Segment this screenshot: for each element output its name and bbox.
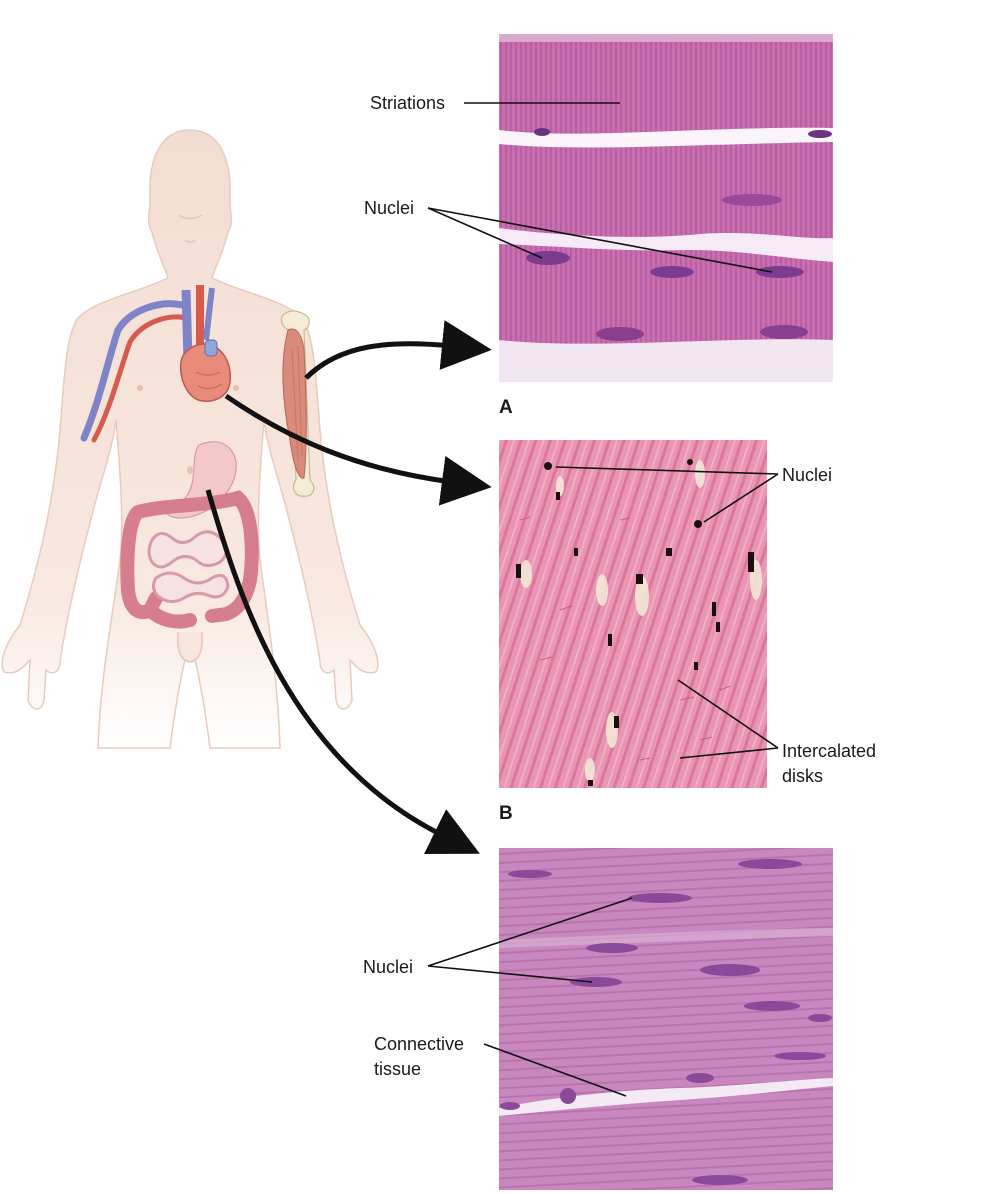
label-striations: Striations [370, 93, 446, 113]
left-nipple [137, 385, 143, 391]
nucleus [570, 977, 622, 987]
nuclei-c-leader [427, 897, 633, 983]
nucleus [650, 266, 694, 278]
arrow-to-smooth [205, 489, 480, 854]
nucleus [808, 130, 832, 138]
nucleus [686, 1073, 714, 1083]
connective-leader [483, 1043, 627, 1097]
label-intercalated-line2: disks [782, 766, 824, 786]
human-body-illustration [1, 129, 379, 749]
nucleus [596, 327, 644, 341]
nucleus [588, 780, 593, 786]
panel-letter-b: B [499, 803, 513, 824]
nucleus [694, 662, 698, 670]
nucleus [738, 859, 802, 869]
nucleus [760, 325, 808, 339]
genital-outline [177, 631, 203, 663]
skeletal-muscle-micrograph [499, 34, 833, 382]
pointer-arrows [205, 320, 492, 854]
cardiac-muscle-micrograph [499, 440, 767, 788]
artery [91, 314, 189, 443]
label-nuclei-smooth: Nuclei [363, 957, 414, 977]
label-connective-line2: tissue [374, 1059, 422, 1079]
nucleus [556, 492, 560, 500]
intercalated-leader [677, 679, 779, 759]
nucleus [744, 1001, 800, 1011]
vein [203, 287, 215, 341]
nucleus [574, 548, 578, 556]
nuclei-b-leader [555, 466, 779, 523]
label-nuclei-skeletal: Nuclei [364, 198, 415, 218]
heart-detail [195, 371, 223, 390]
nucleus [534, 128, 550, 136]
nucleus [774, 1052, 826, 1060]
arrow-to-cardiac [224, 393, 492, 506]
nucleus [687, 459, 693, 465]
label-connective-line1: Connective [374, 1034, 465, 1054]
nucleus [628, 893, 692, 903]
nucleus [508, 870, 552, 878]
nucleus [586, 943, 638, 953]
arrow-to-skeletal [304, 320, 492, 380]
vein [181, 289, 193, 361]
nucleus [560, 1088, 576, 1104]
nucleus [614, 716, 619, 728]
nucleus [636, 574, 643, 584]
leader-lines [427, 102, 779, 1097]
nuclei-a-leader [427, 207, 773, 273]
nucleus [722, 194, 782, 206]
aorta [204, 339, 218, 357]
right-nipple [233, 385, 239, 391]
nucleus [526, 251, 570, 265]
nucleus [544, 462, 552, 470]
nucleus [666, 548, 672, 556]
nucleus [500, 1102, 520, 1110]
label-intercalated-line1: Intercalated [782, 741, 877, 761]
nucleus [808, 1014, 832, 1022]
navel [187, 466, 193, 474]
nucleus [712, 602, 716, 616]
nucleus [748, 552, 754, 572]
large-intestine [120, 490, 259, 629]
nucleus [694, 520, 702, 528]
nucleus [516, 564, 521, 578]
vein [80, 300, 186, 442]
nucleus [692, 1175, 748, 1185]
face-features [177, 214, 203, 243]
nucleus [608, 634, 612, 646]
nucleus [700, 964, 760, 976]
smooth-muscle-micrograph [499, 848, 833, 1190]
nucleus [716, 622, 720, 632]
small-intestine [147, 530, 230, 603]
nucleus [756, 266, 804, 278]
panel-letter-a: A [499, 397, 513, 418]
label-nuclei-cardiac: Nuclei [782, 465, 833, 485]
